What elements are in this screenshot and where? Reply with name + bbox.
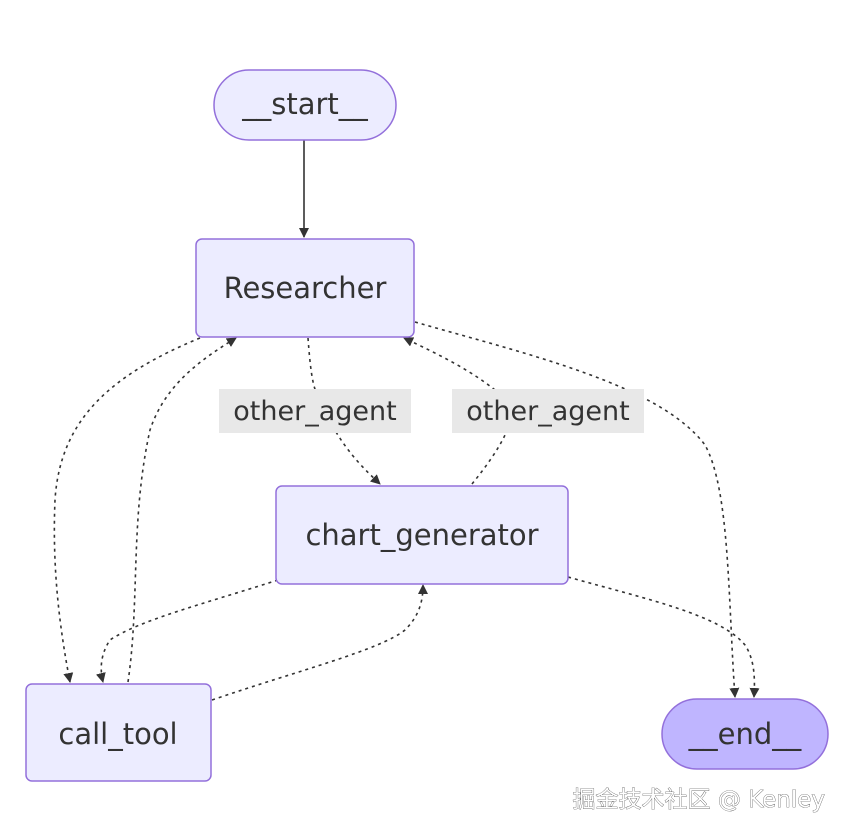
node-end[interactable]: __end__	[661, 698, 829, 770]
edge-label-researcher-to-chart: other_agent	[219, 389, 411, 433]
edge-chart-generator-to-call-tool	[95, 579, 279, 683]
node-start[interactable]: __start__	[213, 69, 397, 141]
watermark-text: 掘金技术社区 @ Kenley	[573, 787, 825, 813]
node-end-label: __end__	[688, 717, 802, 751]
edge-call-tool-to-chart-generator	[211, 584, 428, 701]
node-researcher-label: Researcher	[224, 271, 387, 305]
edge-researcher-to-call-tool	[53, 337, 201, 683]
edge-label-text: other_agent	[233, 396, 396, 427]
node-start-label: __start__	[241, 87, 368, 121]
edge-label-chart-to-researcher: other_agent	[452, 389, 644, 433]
node-researcher[interactable]: Researcher	[195, 238, 415, 338]
edge-chart-generator-to-researcher	[471, 434, 506, 485]
node-chart-generator-label: chart_generator	[305, 518, 538, 552]
node-call-tool[interactable]: call_tool	[25, 683, 212, 782]
node-chart-generator[interactable]: chart_generator	[275, 485, 569, 585]
edge-label-text: other_agent	[466, 396, 629, 427]
edge-chart-generator-to-end	[567, 576, 760, 698]
edge-call-tool-to-researcher	[127, 337, 237, 683]
node-call-tool-label: call_tool	[58, 717, 177, 751]
edge-chart-generator-to-researcher-upper	[403, 337, 496, 391]
